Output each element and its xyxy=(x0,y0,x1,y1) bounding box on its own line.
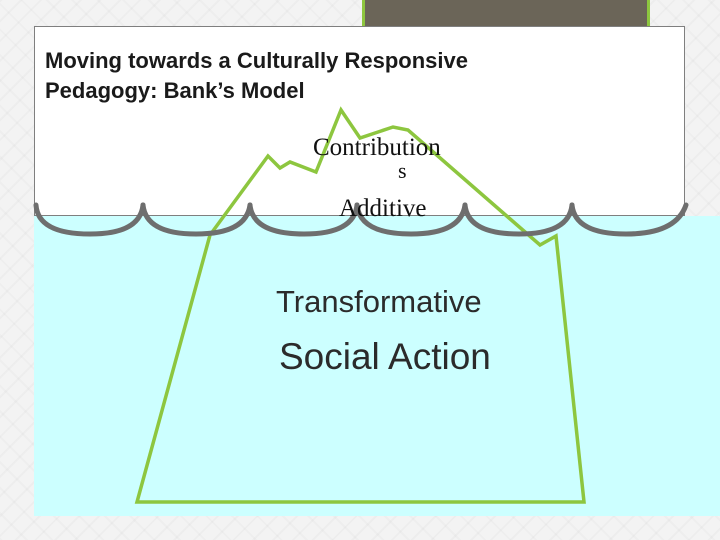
slide-title: Moving towards a Culturally Responsive P… xyxy=(45,46,645,106)
slide-title-line2: Pedagogy: Bank’s Model xyxy=(45,78,305,103)
level-contributions-label: Contribution xyxy=(313,134,441,161)
slide-title-line1: Moving towards a Culturally Responsive xyxy=(45,48,468,73)
iceberg-outline xyxy=(134,106,586,504)
wave-line xyxy=(33,202,689,237)
level-contributions-label-wrap: s xyxy=(398,158,407,183)
level-transformative-label: Transformative xyxy=(276,284,482,319)
level-additive-label: Additive xyxy=(339,195,427,222)
level-social-action-label: Social Action xyxy=(279,336,491,377)
